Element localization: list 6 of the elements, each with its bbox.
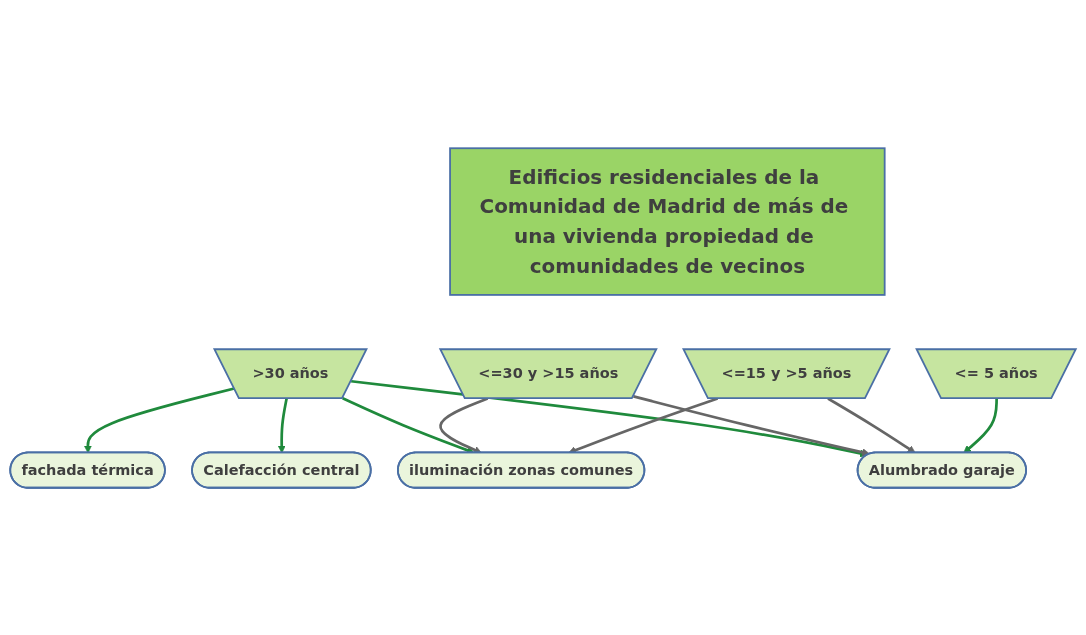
arrow	[963, 398, 998, 453]
node-box: Edificios residenciales de la Comunidad de Madrid de más de una vivienda propiedad de comunidades de vecinos	[449, 146, 886, 296]
arrow	[351, 379, 868, 457]
arrow	[633, 394, 870, 456]
arrow	[83, 386, 235, 453]
arrow	[277, 397, 288, 453]
